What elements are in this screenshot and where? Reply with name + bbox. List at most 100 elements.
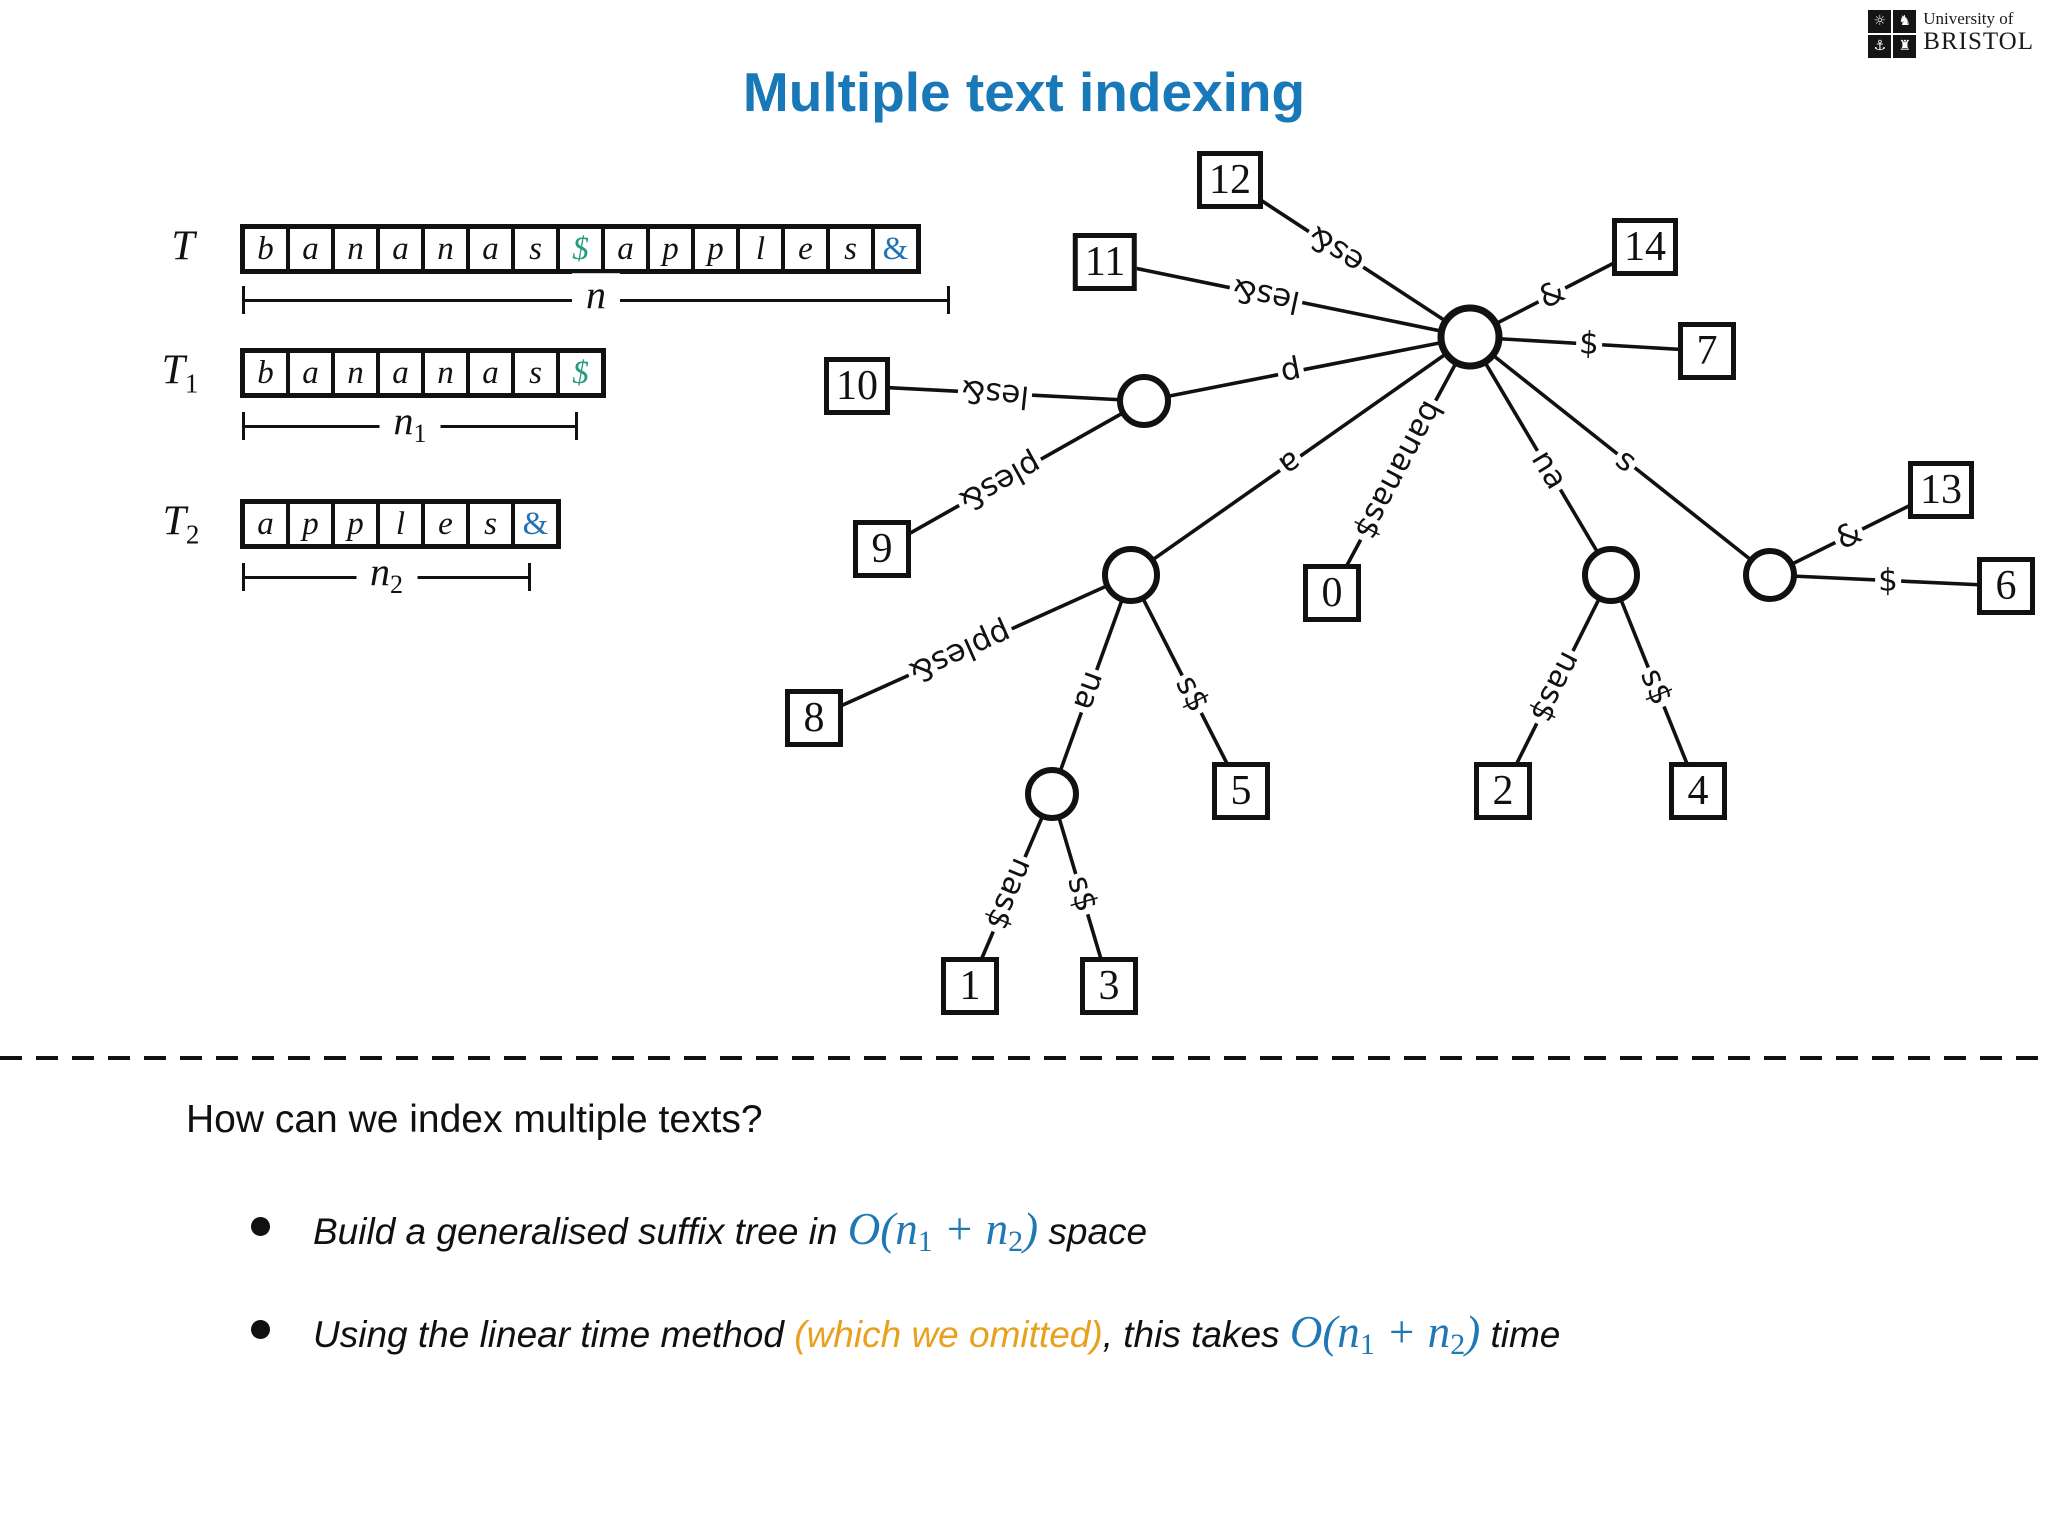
bullet-dot-icon	[251, 1217, 270, 1236]
leaf-node-3: 3	[1080, 957, 1138, 1015]
dashed-separator	[0, 1056, 2048, 1060]
bullet-text-segment: + n	[932, 1204, 1009, 1254]
leaf-node-13: 13	[1908, 461, 1974, 519]
logo-text-top: University of	[1923, 9, 2014, 28]
string-label-T: T	[171, 223, 194, 276]
crest-quadrant-icon: ⚓	[1868, 35, 1892, 58]
string-cell: e	[783, 227, 828, 271]
bullet-text-segment: 2	[1008, 1225, 1024, 1258]
length-measure-T: n	[242, 273, 950, 323]
length-label-base: n	[393, 398, 414, 444]
string-cell: n	[423, 351, 468, 395]
string-cell: p	[288, 502, 333, 546]
bullet-text-segment: 1	[1359, 1328, 1375, 1361]
leaf-node-14: 14	[1612, 218, 1678, 276]
logo-text-bottom: BRISTOL	[1923, 28, 2034, 55]
tree-internal-node-A	[1102, 546, 1160, 604]
length-label-subscript: 1	[413, 419, 427, 449]
bullet-text-segment: 2	[1450, 1328, 1466, 1361]
string-cell: n	[423, 227, 468, 271]
string-label-T1: T1	[162, 347, 199, 400]
string-cell: a	[288, 227, 333, 271]
string-cell: e	[423, 502, 468, 546]
length-measure-T1: n1	[242, 399, 578, 449]
leaf-node-9: 9	[853, 520, 911, 578]
question-text: How can we index multiple texts?	[186, 1098, 763, 1141]
length-label: n1	[379, 398, 441, 449]
length-label-subscript: 2	[390, 570, 403, 600]
string-cell: a	[468, 351, 513, 395]
string-cell: s	[513, 227, 558, 271]
crest-quadrant-icon: ♞	[1893, 10, 1917, 33]
string-label-subscript: 2	[185, 519, 200, 550]
bullet-dot-icon	[251, 1320, 270, 1339]
leaf-node-12: 12	[1197, 151, 1263, 209]
string-cell: &	[873, 227, 918, 271]
bullet-text-segment: Using the linear time method	[313, 1314, 795, 1355]
tree-edge	[1143, 335, 1471, 403]
string-cell: $	[558, 227, 603, 271]
tree-internal-node-ANA	[1025, 767, 1079, 821]
string-cell: a	[468, 227, 513, 271]
bullet-text-segment: )	[1465, 1307, 1481, 1357]
string-cell: n	[333, 351, 378, 395]
bullet-text-segment: (which we omitted)	[794, 1314, 1103, 1355]
leaf-node-1: 1	[941, 957, 999, 1015]
page-title: Multiple text indexing	[742, 61, 1306, 123]
string-cell: p	[693, 227, 738, 271]
string-cell: l	[378, 502, 423, 546]
string-cell: p	[648, 227, 693, 271]
string-cell: b	[243, 227, 288, 271]
string-cell: p	[333, 502, 378, 546]
string-cell: a	[378, 227, 423, 271]
university-of-bristol-logo: ☼♞⚓♜ University of BRISTOL	[1868, 10, 2034, 58]
string-cell: n	[333, 227, 378, 271]
string-cell: $	[558, 351, 603, 395]
length-measure-T2: n2	[242, 550, 531, 600]
string-label-T2: T2	[163, 498, 200, 551]
edge-label: $	[1875, 564, 1901, 597]
bullet-text-segment: time	[1480, 1314, 1561, 1355]
leaf-node-4: 4	[1669, 762, 1727, 820]
length-label-base: n	[586, 272, 606, 318]
bullet-text-segment: space	[1038, 1211, 1148, 1252]
leaf-node-10: 10	[824, 357, 890, 415]
tree-internal-node-S	[1743, 548, 1797, 602]
length-label-base: n	[370, 549, 390, 595]
bullet-item: Build a generalised suffix tree in O(n1 …	[251, 1203, 1148, 1259]
string-cell: s	[828, 227, 873, 271]
string-label-base: T	[162, 498, 186, 545]
bullet-text-segment: 1	[917, 1225, 933, 1258]
string-cell: &	[513, 502, 558, 546]
tree-internal-node-P	[1117, 374, 1171, 428]
bullet-text-segment: Build a generalised suffix tree in	[313, 1211, 848, 1252]
length-label: n	[572, 273, 620, 323]
string-label-base: T	[161, 347, 185, 394]
bullet-text-segment: O(n	[847, 1204, 918, 1254]
crest-quadrant-icon: ☼	[1868, 10, 1892, 33]
string-cell: s	[513, 351, 558, 395]
length-label: n2	[356, 550, 417, 600]
tree-internal-node-NA	[1582, 546, 1640, 604]
string-cell: b	[243, 351, 288, 395]
edge-label: p	[1274, 353, 1307, 392]
string-label-base: T	[171, 223, 195, 270]
bullet-item: Using the linear time method (which we o…	[251, 1306, 1561, 1362]
string-cell: a	[378, 351, 423, 395]
leaf-node-7: 7	[1678, 322, 1736, 380]
string-cell: s	[468, 502, 513, 546]
leaf-node-5: 5	[1212, 762, 1270, 820]
bullet-text-segment: + n	[1374, 1307, 1451, 1357]
leaf-node-11: 11	[1072, 233, 1138, 291]
tree-internal-node-root	[1437, 304, 1503, 370]
leaf-node-8: 8	[785, 689, 843, 747]
leaf-node-2: 2	[1474, 762, 1532, 820]
string-cell: a	[603, 227, 648, 271]
bristol-crest-icon: ☼♞⚓♜	[1868, 10, 1917, 58]
string-cell: l	[738, 227, 783, 271]
crest-quadrant-icon: ♜	[1893, 35, 1917, 58]
